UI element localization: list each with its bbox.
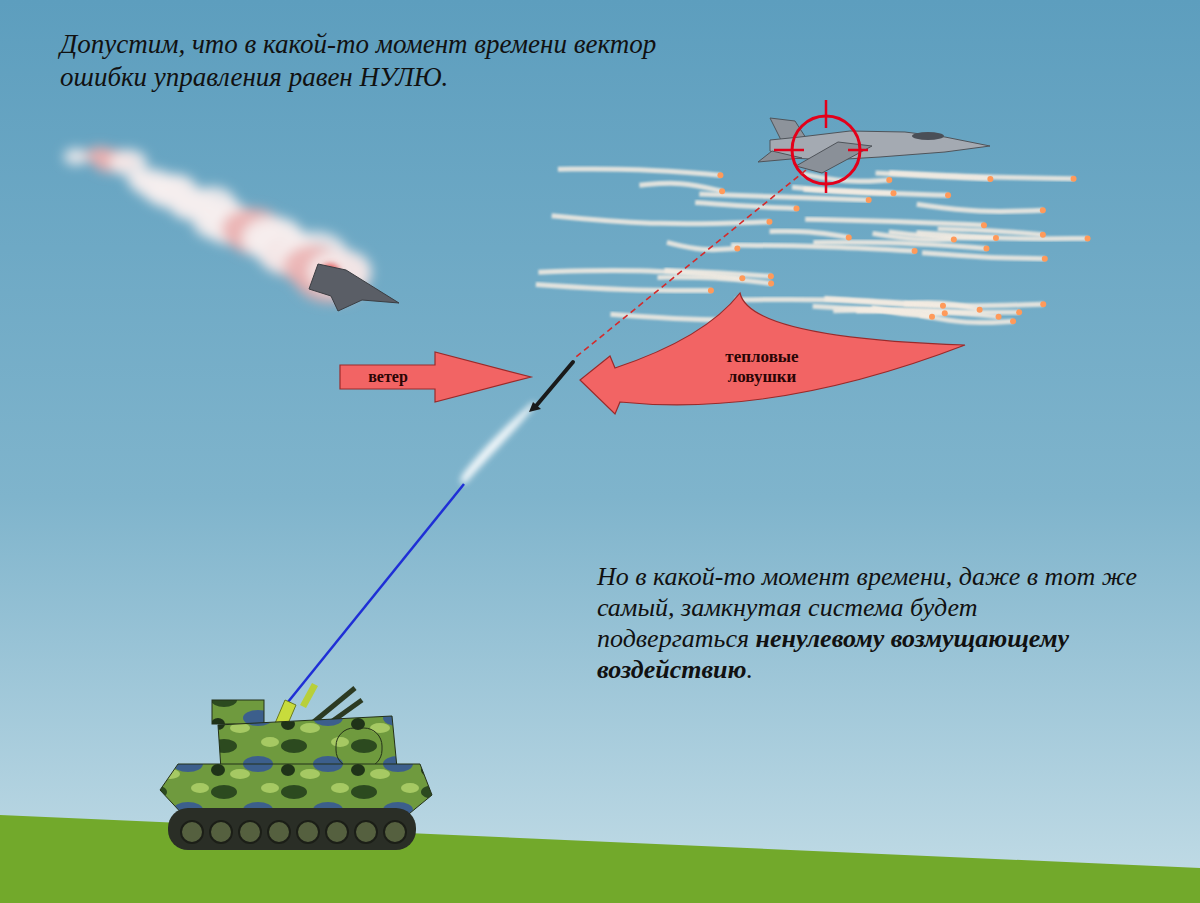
- missile-body: [536, 362, 573, 406]
- flare-head: [929, 314, 935, 320]
- flare-head: [993, 235, 999, 241]
- radar-dome: [336, 728, 382, 768]
- heat-flares: [536, 169, 1091, 324]
- flare-trail: [770, 231, 849, 237]
- missile-smoke: [461, 402, 536, 484]
- flare-head: [886, 177, 892, 183]
- flare-head: [1085, 235, 1091, 241]
- crashing-plane: [309, 264, 399, 311]
- flare-head: [912, 248, 918, 254]
- plane-silhouette: [309, 264, 399, 311]
- flare-trail: [922, 253, 1045, 259]
- flare-trail: [904, 303, 980, 310]
- road-wheel: [297, 821, 319, 843]
- flare-trail: [552, 216, 770, 224]
- flare-head: [1040, 232, 1046, 238]
- flare-head: [996, 314, 1002, 320]
- note-text: Но в какой-то момент времени, даже в тот…: [597, 561, 1162, 685]
- tail-plane: [758, 151, 802, 162]
- road-wheel: [326, 821, 348, 843]
- road-wheels: [181, 821, 406, 843]
- flare-trail: [731, 245, 915, 251]
- flare-head: [1040, 301, 1046, 307]
- flare-head: [977, 307, 983, 313]
- flare-head: [945, 192, 951, 198]
- flare-head: [717, 172, 723, 178]
- launcher-tube: [300, 683, 318, 708]
- flare-trail: [667, 242, 737, 249]
- flare-trail: [805, 219, 984, 225]
- flare-head: [987, 176, 993, 182]
- flare-head: [1042, 256, 1048, 262]
- flare-trail: [699, 194, 868, 200]
- road-wheel: [239, 821, 261, 843]
- flare-head: [951, 236, 957, 242]
- flare-trail: [889, 173, 1073, 179]
- flare-head: [794, 205, 800, 211]
- flare-head: [846, 234, 852, 240]
- guidance-beam: [288, 484, 464, 702]
- arrow-label: тепловые ловушки: [712, 344, 812, 390]
- fuselage: [770, 131, 990, 160]
- road-wheel: [181, 821, 203, 843]
- canopy: [912, 132, 944, 140]
- crosshair-line: [848, 149, 868, 152]
- note-text: .: [746, 655, 753, 684]
- flares-arrow: тепловые ловушки: [575, 288, 970, 418]
- arrow-outline: [340, 352, 531, 402]
- flare-head: [708, 287, 714, 293]
- note-text: Допустим, что в какой-то момент времени …: [60, 29, 656, 92]
- flare-head: [890, 190, 896, 196]
- flare-head: [1016, 309, 1022, 315]
- smoke-puff: [64, 148, 89, 165]
- flare-head: [719, 188, 725, 194]
- missile-fins: [529, 402, 541, 412]
- crosshair-line: [774, 149, 804, 152]
- flare-trail: [536, 284, 711, 290]
- flare-head: [734, 245, 740, 251]
- road-wheel: [210, 821, 232, 843]
- flare-head: [942, 310, 948, 316]
- arrow-label: ветер: [342, 365, 434, 389]
- flare-head: [940, 303, 946, 309]
- arrow-shape: [338, 350, 534, 404]
- flare-head: [981, 222, 987, 228]
- flare-trail: [657, 277, 771, 283]
- flare-head: [739, 275, 745, 281]
- flare-trail: [695, 202, 796, 208]
- missile: [529, 362, 573, 412]
- flare-head: [983, 245, 989, 251]
- flare-trail: [792, 187, 894, 193]
- note-text: Допустим, что в какой-то момент времени …: [60, 28, 660, 94]
- flare-trail: [639, 183, 722, 191]
- road-wheel: [268, 821, 290, 843]
- track: [168, 808, 416, 850]
- crosshair-line: [825, 100, 828, 128]
- flare-head: [768, 280, 774, 286]
- crosshair-line: [825, 172, 828, 193]
- wind-arrow: ветер: [338, 350, 534, 404]
- crosshair: [774, 100, 868, 193]
- flare-head: [866, 197, 872, 203]
- road-wheel: [384, 821, 406, 843]
- flare-head: [1010, 318, 1016, 324]
- flare-head: [1071, 176, 1077, 182]
- air-defense-vehicle: [160, 683, 432, 850]
- arrow-outline: [580, 293, 965, 414]
- flare-head: [766, 219, 772, 225]
- flare-head: [1040, 207, 1046, 213]
- flare-trail: [558, 169, 721, 175]
- radar-antenna: [212, 700, 264, 724]
- flare-trail: [917, 232, 1088, 238]
- flare-trail: [833, 310, 932, 317]
- flare-head: [768, 273, 774, 279]
- flare-trail: [917, 204, 1043, 211]
- road-wheel: [355, 821, 377, 843]
